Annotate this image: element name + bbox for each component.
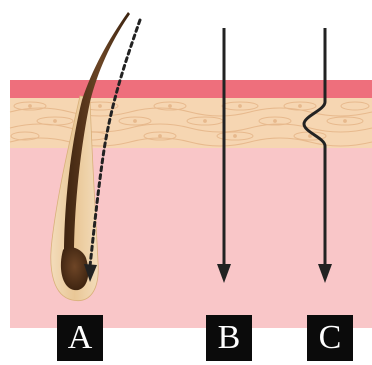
label-a-box: A [57, 315, 103, 361]
epidermis-layer [10, 80, 372, 98]
label-c-text: C [319, 321, 342, 355]
label-a-text: A [68, 321, 93, 355]
label-b-text: B [218, 321, 241, 355]
label-b-box: B [206, 315, 252, 361]
label-c-box: C [307, 315, 353, 361]
